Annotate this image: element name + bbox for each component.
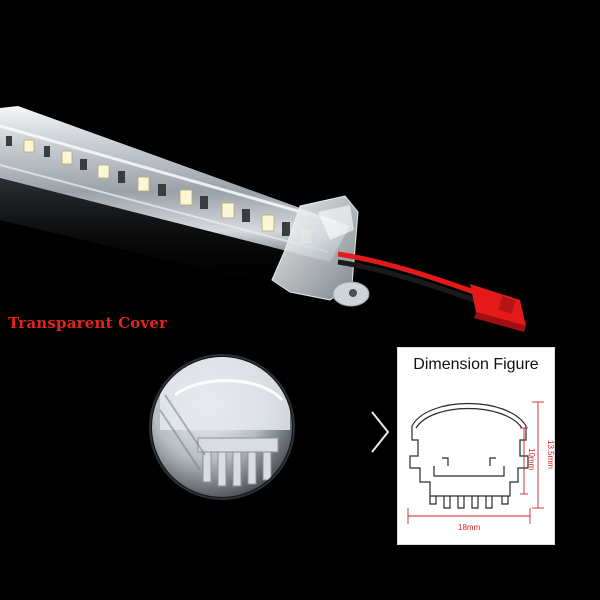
inner-height-label: 10mm [527, 448, 536, 471]
transparent-cover-label: Transparent Cover [8, 314, 168, 332]
dimension-figure-panel: Dimension Figure [397, 347, 555, 545]
chevron-right-icon [371, 411, 390, 453]
power-wire [337, 251, 526, 332]
profile-closeup [149, 354, 295, 500]
width-dimension-label: 18mm [458, 523, 481, 532]
profile-outline [409, 403, 529, 509]
dimension-diagram: 18mm 13.5mm 10mm [407, 401, 555, 532]
led-chips [6, 136, 313, 245]
end-cap [271, 195, 370, 307]
outer-height-label: 13.5mm [546, 440, 555, 469]
dimension-figure-title: Dimension Figure [413, 356, 539, 373]
dimension-lines [407, 401, 544, 524]
